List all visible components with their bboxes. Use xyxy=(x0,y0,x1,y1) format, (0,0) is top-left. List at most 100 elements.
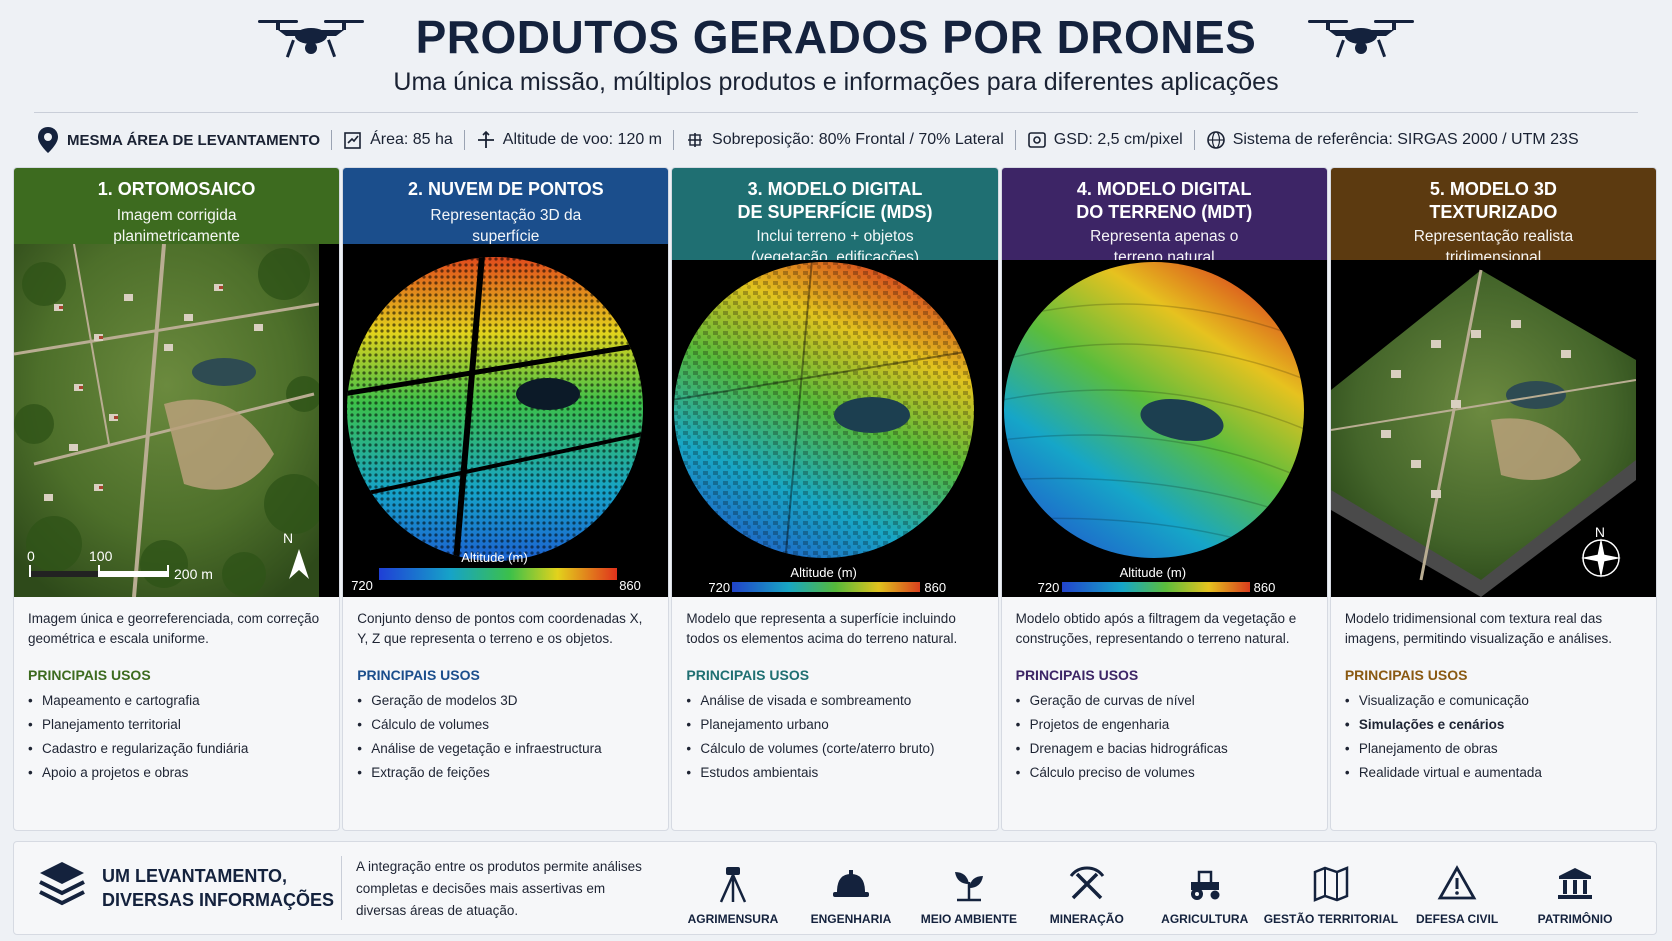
info-area: Área: 85 ha xyxy=(343,130,453,150)
list-item: Cálculo de volumes xyxy=(357,713,654,737)
card-header: 2. NUVEM DE PONTOS Representação 3D da s… xyxy=(343,168,669,245)
legend-min: 720 xyxy=(351,578,373,593)
leaf-icon xyxy=(954,872,983,902)
dtm-image: Altitude (m) 720 860 xyxy=(1001,260,1327,597)
list-item: Projetos de engenharia xyxy=(1016,713,1313,737)
altitude-icon xyxy=(477,130,494,148)
uses-list: Visualização e comunicação Simulações e … xyxy=(1345,689,1642,785)
page-header: PRODUTOS GERADOS POR DRONES Uma única mi… xyxy=(0,0,1672,110)
list-item: Planejamento de obras xyxy=(1345,737,1642,761)
list-item: Visualização e comunicação xyxy=(1345,689,1642,713)
app-label: MINERAÇÃO xyxy=(1049,912,1124,926)
list-item: Cálculo preciso de volumes xyxy=(1016,761,1313,785)
info-altitude-text: Altitude de voo: 120 m xyxy=(502,131,663,148)
legend-max: 860 xyxy=(1253,580,1276,595)
card-body: Conjunto denso de pontos com coordenadas… xyxy=(343,597,668,785)
warning-icon xyxy=(1437,865,1477,900)
altitude-legend-bar xyxy=(379,568,618,580)
app-mineracao: MINERAÇÃO xyxy=(1028,854,1146,926)
card-description: Conjunto denso de pontos com coordenadas… xyxy=(357,611,643,646)
card-header: 4. MODELO DIGITAL DO TERRENO (MDT) Repre… xyxy=(1001,168,1327,266)
uses-list: Análise de visada e sombreamento Planeja… xyxy=(686,689,983,785)
scale-label-200: 200 m xyxy=(174,566,213,582)
legend-min: 720 xyxy=(708,580,731,595)
map-icon xyxy=(1313,866,1349,902)
globe-icon xyxy=(1206,131,1225,149)
app-label: DEFESA CIVIL xyxy=(1415,912,1499,926)
layers-icon xyxy=(39,862,85,906)
dsm-graphic xyxy=(672,260,978,597)
info-main-label: MESMA ÁREA DE LEVANTAMENTO xyxy=(67,131,321,149)
app-defesa-civil: DEFESA CIVIL xyxy=(1398,854,1516,926)
info-separator xyxy=(463,130,465,150)
card-nuvem-de-pontos: 2. NUVEM DE PONTOS Representação 3D da s… xyxy=(342,167,670,831)
list-item: Geração de curvas de nível xyxy=(1016,689,1313,713)
card-subtitle: Representação 3D da superfície xyxy=(430,207,582,245)
altitude-legend-bar xyxy=(732,582,921,592)
info-separator xyxy=(673,130,675,150)
footer-title: UM LEVANTAMENTO, DIVERSAS INFORMAÇÕES xyxy=(102,866,335,910)
uses-list: Mapeamento e cartografia Planejamento te… xyxy=(28,689,325,785)
dtm-graphic xyxy=(1001,260,1307,597)
app-patrimonio: PATRIMÔNIO xyxy=(1516,854,1634,926)
footer-description: A integração entre os produtos permite a… xyxy=(356,859,642,918)
dsm-image: Altitude (m) 720 860 xyxy=(672,260,998,597)
app-label: AGRIMENSURA xyxy=(687,912,779,926)
app-agricultura: AGRICULTURA xyxy=(1146,854,1264,926)
footer-separator xyxy=(341,856,342,920)
tripod-icon xyxy=(719,867,747,903)
uses-list: Geração de modelos 3D Cálculo de volumes… xyxy=(357,689,654,785)
textured-3d-model-graphic xyxy=(1330,260,1636,597)
list-item: Realidade virtual e aumentada xyxy=(1345,761,1642,785)
list-item: Drenagem e bacias hidrográficas xyxy=(1016,737,1313,761)
card-description: Modelo obtido após a filtragem da vegeta… xyxy=(1015,611,1297,646)
info-reference: Sistema de referência: SIRGAS 2000 / UTM… xyxy=(1206,130,1579,150)
info-overlap-text: Sobreposição: 80% Frontal / 70% Lateral xyxy=(712,131,1004,148)
app-label: PATRIMÔNIO xyxy=(1537,912,1613,926)
drone-icon xyxy=(258,20,364,58)
legend-title: Altitude (m) xyxy=(790,565,857,580)
legend-max: 860 xyxy=(619,578,641,593)
info-separator xyxy=(1193,130,1195,150)
app-label: AGRICULTURA xyxy=(1161,912,1249,926)
application-areas: AGRIMENSURA ENGENHARIA MEIO AMBIENTE xyxy=(674,854,1634,926)
card-mds: 3. MODELO DIGITAL DE SUPERFÍCIE (MDS) In… xyxy=(671,167,999,831)
card-header: 1. ORTOMOSAICO Imagem corrigida planimet… xyxy=(14,168,340,245)
card-modelo-3d: 5. MODELO 3D TEXTURIZADO Representação r… xyxy=(1329,167,1658,831)
card-ortomosaico: 1. ORTOMOSAICO Imagem corrigida planimet… xyxy=(13,167,341,831)
card-title: 2. NUVEM DE PONTOS xyxy=(407,179,604,199)
tractor-icon xyxy=(1190,870,1220,900)
scale-label-0: 0 xyxy=(27,548,35,564)
survey-info-bar: MESMA ÁREA DE LEVANTAMENTO Área: 85 ha A… xyxy=(36,124,1636,156)
list-item: Planejamento urbano xyxy=(686,713,983,737)
list-item: Cadastro e regularização fundiária xyxy=(28,737,325,761)
list-item: Extração de feições xyxy=(357,761,654,785)
uses-title: PRINCIPAIS USOS xyxy=(357,667,480,683)
north-label: N xyxy=(283,530,294,546)
page-title: PRODUTOS GERADOS POR DRONES xyxy=(415,11,1257,63)
info-reference-text: Sistema de referência: SIRGAS 2000 / UTM… xyxy=(1232,131,1579,148)
card-description: Modelo que representa a superfície inclu… xyxy=(686,611,958,646)
info-altitude: Altitude de voo: 120 m xyxy=(476,130,662,150)
card-title: 1. ORTOMOSAICO xyxy=(97,179,256,199)
scale-label-100: 100 xyxy=(89,548,113,564)
app-label: MEIO AMBIENTE xyxy=(920,912,1017,926)
area-icon xyxy=(344,132,361,149)
card-body: Modelo tridimensional com textura real d… xyxy=(1331,597,1656,785)
card-mdt: 4. MODELO DIGITAL DO TERRENO (MDT) Repre… xyxy=(1000,167,1328,831)
textured-3d-model-image: N xyxy=(1330,260,1657,597)
app-meio-ambiente: MEIO AMBIENTE xyxy=(910,854,1028,926)
north-label: N xyxy=(1594,524,1605,540)
card-subtitle: Representa apenas o terreno natural xyxy=(1090,228,1239,266)
museum-icon xyxy=(1558,868,1593,899)
card-description: Imagem única e georreferenciada, com cor… xyxy=(28,611,320,646)
info-separator xyxy=(331,130,333,150)
point-cloud-graphic xyxy=(343,244,649,597)
card-body: Modelo que representa a superfície inclu… xyxy=(672,597,997,785)
info-survey-area: MESMA ÁREA DE LEVANTAMENTO xyxy=(36,126,320,154)
info-separator xyxy=(1014,130,1016,150)
hardhat-icon xyxy=(832,870,869,897)
info-gsd: GSD: 2,5 cm/pixel xyxy=(1027,130,1183,150)
page-subtitle: Uma única missão, múltiplos produtos e i… xyxy=(393,68,1279,96)
card-description: Modelo tridimensional com textura real d… xyxy=(1344,611,1612,646)
